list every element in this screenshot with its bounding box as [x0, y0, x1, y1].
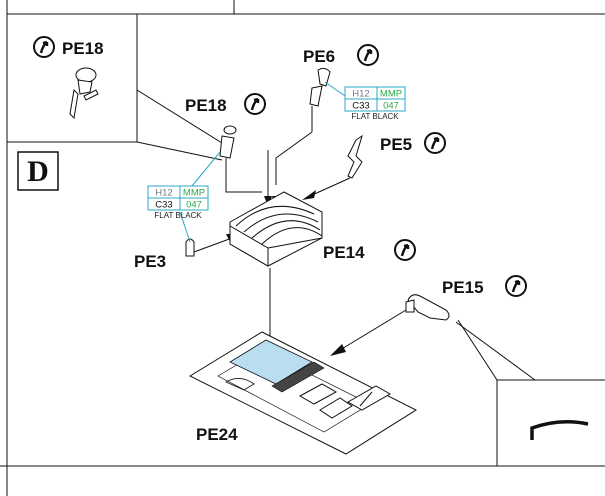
pe18-leader: [225, 158, 262, 193]
rotate-arrow-icon: [357, 44, 379, 66]
pe6-leader-2: [275, 131, 313, 185]
tag-c-code: C33: [352, 101, 369, 112]
label-pe14: PE14: [323, 243, 365, 262]
rotate-arrow-icon: [424, 132, 446, 154]
clear-window: [229, 339, 313, 385]
tag-h-code: H12: [155, 188, 172, 199]
label-pe3: PE3: [134, 252, 166, 271]
arrowhead: [330, 344, 346, 356]
label-pe15: PE15: [442, 278, 484, 297]
inset-leader-pe15-b: [455, 321, 536, 381]
tag-finish: FLAT BLACK: [351, 112, 399, 121]
label-pe5: PE5: [380, 135, 412, 154]
pe15-leader: [339, 309, 407, 351]
arrowhead: [302, 190, 316, 200]
tag-number: 047: [383, 101, 399, 112]
color-tag-top: H12 MMP C33 047 FLAT BLACK: [344, 86, 406, 121]
section-letter: D: [27, 155, 49, 188]
pe5-leader: [309, 177, 351, 197]
inset-box-pe18: [6, 13, 138, 143]
rotate-arrow-icon: [33, 36, 55, 58]
rotate-arrow-icon: [394, 239, 416, 261]
pe15-part: [405, 294, 450, 321]
tag-finish: FLAT BLACK: [154, 211, 202, 220]
pe6-part: [309, 67, 331, 107]
label-pe6: PE6: [303, 47, 335, 66]
inset-leader-pe15-a: [457, 319, 498, 381]
tag-brand: MMP: [183, 188, 205, 199]
pe3-part: [185, 238, 195, 257]
tag-number: 047: [186, 200, 202, 211]
pe24-part: [188, 331, 418, 455]
inset-leader-top: [136, 89, 223, 144]
inset-leader-bottom: [136, 141, 223, 161]
label-pe18: PE18: [185, 96, 227, 115]
pe5-part: [347, 134, 363, 179]
tag-c-code: C33: [155, 200, 172, 211]
pe15-inset-part: [530, 420, 589, 440]
pe14-part: [229, 191, 323, 267]
tag-h-code: H12: [352, 89, 369, 100]
tag-pointer-left: [191, 151, 221, 187]
pe18-part: [219, 125, 237, 159]
tag-pointer-pe3: [179, 211, 191, 243]
color-tag-left: H12 MMP C33 047 FLAT BLACK: [147, 185, 209, 220]
tag-pointer-top: [324, 81, 346, 97]
section-box: [17, 151, 59, 191]
label-pe18-inset: PE18: [62, 39, 104, 58]
rotate-arrow-icon: [244, 93, 266, 115]
pe3-leader: [193, 237, 233, 253]
pe18-inset-part: [69, 67, 99, 120]
tag-brand: MMP: [380, 89, 402, 100]
label-pe24: PE24: [196, 425, 238, 444]
rotate-arrow-icon: [505, 275, 527, 297]
